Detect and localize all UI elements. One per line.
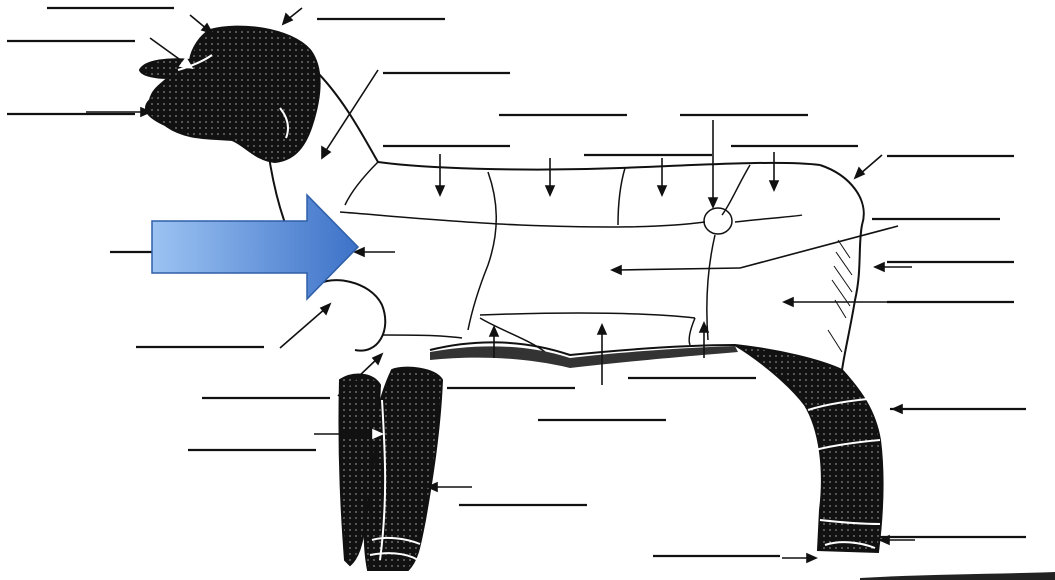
rear-leg — [734, 344, 884, 554]
front-leg-joint — [371, 536, 421, 545]
sheep-head — [138, 25, 321, 164]
pointer-arrow — [189, 14, 214, 35]
corner-shadow — [860, 572, 1055, 580]
label-lines — [7, 6, 1026, 558]
rear-leg-band-1 — [807, 397, 879, 411]
pointer-arrows — [86, 7, 925, 564]
pointer-arrow — [281, 7, 303, 26]
cut-line-leg — [706, 234, 716, 341]
rear-leg-band-3 — [819, 519, 881, 525]
pointer-arrow — [853, 154, 883, 180]
sheep-outline — [267, 69, 865, 371]
pointer-arrow — [86, 106, 152, 118]
rear-hoof — [824, 541, 876, 549]
hip-circle — [703, 207, 733, 235]
pointer-arrow — [782, 552, 818, 564]
back-line — [377, 161, 821, 171]
pointer-arrow — [426, 481, 472, 493]
cut-line-flank — [479, 312, 696, 319]
cut-line-rack-front — [344, 161, 379, 206]
cut-line-breast — [479, 317, 546, 353]
pointer-arrow — [544, 158, 556, 197]
pointer-arrow — [488, 325, 500, 358]
highlight-arrow — [151, 193, 360, 301]
pointer-arrow — [782, 296, 912, 308]
pointer-arrow — [656, 158, 668, 197]
cut-line-loin — [617, 167, 626, 226]
head-shape — [138, 25, 321, 164]
pointer-arrow — [314, 428, 384, 440]
pointer-arrow — [707, 120, 719, 209]
cut-lines — [339, 161, 803, 353]
front-legs — [338, 366, 444, 571]
leg-hatching — [827, 239, 853, 353]
pointer-arrow — [610, 225, 899, 276]
pointer-arrow — [596, 323, 608, 385]
pointer-arrow — [768, 152, 780, 192]
pointer-arrow — [873, 261, 912, 273]
ear-highlight — [177, 54, 213, 71]
pointer-arrow — [321, 69, 379, 160]
rear-legs — [734, 344, 884, 554]
pointer-arrow — [878, 534, 915, 546]
pointer-arrow — [434, 154, 446, 197]
belly-wool — [430, 346, 738, 368]
cut-line-foreshank — [381, 334, 463, 339]
front-leg-line-1 — [379, 399, 387, 561]
pointer-arrow — [698, 321, 710, 358]
cut-line-flank-end — [688, 317, 696, 346]
pointer-arrow — [337, 352, 384, 397]
front-leg-front — [338, 373, 382, 567]
cut-line-sirloin — [721, 164, 751, 216]
rump-line — [819, 164, 865, 371]
rear-leg-band-2 — [814, 439, 881, 451]
breast-line — [317, 279, 387, 352]
belly-line — [429, 341, 736, 357]
pointer-arrow — [353, 246, 395, 258]
pointer-arrow — [279, 302, 332, 349]
pointer-arrow — [149, 37, 194, 70]
neck-top-line — [314, 69, 379, 163]
cheek-highlight — [279, 107, 289, 139]
front-hoof — [369, 552, 419, 561]
cut-line-upper — [339, 211, 706, 228]
pointer-arrow — [891, 403, 925, 415]
cut-line-leg-top — [734, 214, 803, 223]
cut-line-shoulder-rack — [467, 171, 497, 331]
